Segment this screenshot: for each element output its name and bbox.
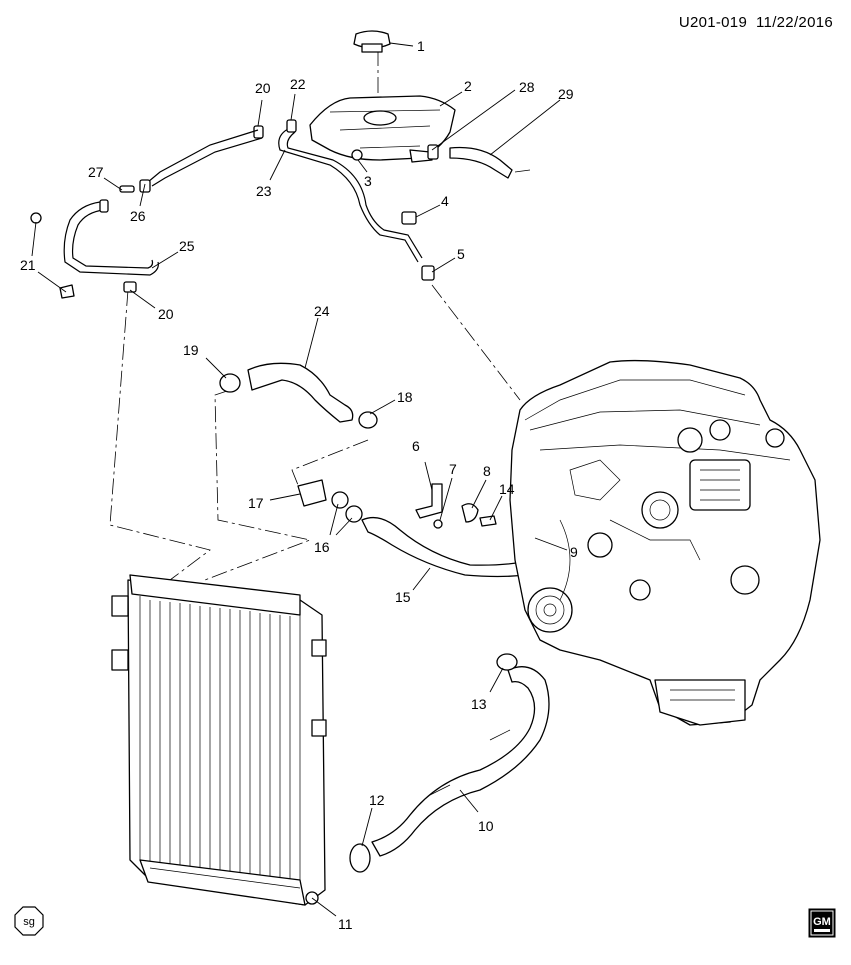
callout-13: 13: [471, 696, 487, 712]
heater-hose-24: [247, 362, 354, 423]
hose-clamp-20-top: [253, 125, 264, 139]
radiator-core: [149, 600, 291, 882]
callout-10: 10: [478, 818, 494, 834]
hose-clamp-16a: [331, 491, 349, 509]
callout-16: 16: [314, 539, 330, 555]
clip-21-top: [30, 212, 42, 224]
bracket-6: [415, 483, 443, 519]
gm-logo-icon: GM: [808, 908, 836, 938]
surge-tank: [309, 95, 456, 163]
callout-27: 27: [88, 164, 104, 180]
callout-5: 5: [457, 246, 465, 262]
radiator-outlet-hose-10: [371, 666, 550, 857]
diagram-header: U201-019 11/22/2016: [679, 14, 833, 31]
hose-clamp-28: [427, 144, 439, 160]
radiator-11: [111, 574, 327, 906]
clip-21-bottom: [59, 284, 75, 299]
hose-clamp-12: [349, 843, 371, 873]
callout-29: 29: [558, 86, 574, 102]
callout-2: 2: [464, 78, 472, 94]
tank-outlet-hose: [449, 146, 513, 179]
gm-logo-text: GM: [813, 916, 831, 928]
callout-20-top: 20: [255, 80, 271, 96]
hose-clamp-22: [286, 119, 297, 133]
hose-connector-4: [401, 211, 417, 225]
fastener-7: [433, 519, 443, 529]
quick-connector-27: [119, 185, 135, 193]
diagram-date: 11/22/2016: [756, 14, 833, 31]
callout-4: 4: [441, 193, 449, 209]
callout-28: 28: [519, 79, 535, 95]
hose-clamp-16b: [345, 505, 363, 523]
hose-clamp-5: [421, 265, 435, 281]
hose-clamp-19: [219, 373, 241, 393]
callout-12: 12: [369, 792, 385, 808]
callout-22: 22: [290, 76, 306, 92]
callout-1: 1: [417, 38, 425, 54]
hose-clamp-13: [496, 653, 518, 671]
diagram-code: U201-019: [678, 14, 748, 31]
hose-clamp-18: [358, 411, 378, 429]
sg-mark-icon: sg: [14, 906, 44, 936]
hose-clamp-upper-25: [99, 199, 109, 213]
callout-20-lower: 20: [158, 306, 174, 322]
callout-15: 15: [395, 589, 411, 605]
hose-clamp-20-lower: [123, 281, 137, 293]
callout-numbers: 1 2 3 4 5 6 7 8 9 10 11 12 13 14 15 16 1…: [20, 38, 578, 932]
callout-21: 21: [20, 257, 36, 273]
callout-18: 18: [397, 389, 413, 405]
callout-leaders: [31, 42, 568, 917]
engine-assembly: [509, 359, 821, 726]
callout-25: 25: [179, 238, 195, 254]
callout-14: 14: [499, 481, 515, 497]
callout-7: 7: [449, 461, 457, 477]
sg-mark-text: sg: [23, 916, 35, 928]
connector-17: [297, 479, 327, 507]
callout-19: 19: [183, 342, 199, 358]
clamp-8: [461, 503, 479, 523]
callout-17: 17: [248, 495, 264, 511]
callout-23: 23: [256, 183, 272, 199]
callout-8: 8: [483, 463, 491, 479]
tank-fitting: [351, 149, 363, 161]
bolt-14: [479, 515, 497, 527]
radiator-cap: [353, 30, 391, 53]
callout-11: 11: [338, 916, 353, 932]
callout-26: 26: [130, 208, 146, 224]
callout-3: 3: [364, 173, 372, 189]
callout-24: 24: [314, 303, 330, 319]
callout-6: 6: [412, 438, 420, 454]
callout-9: 9: [570, 544, 578, 560]
